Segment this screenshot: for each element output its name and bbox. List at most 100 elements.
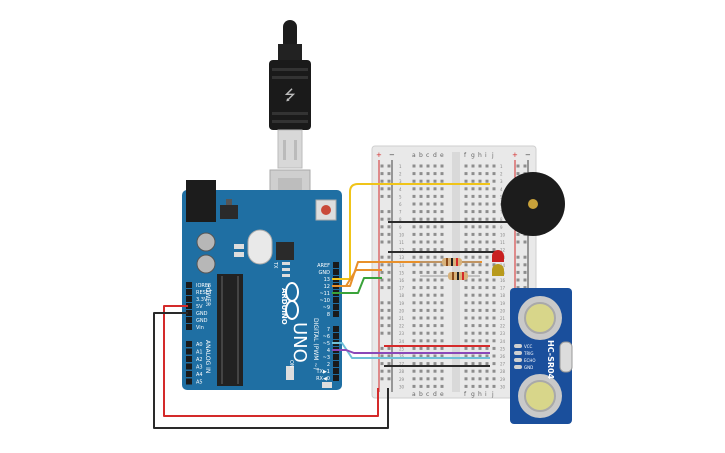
rail-hole[interactable] bbox=[523, 255, 527, 259]
breadboard-hole[interactable] bbox=[433, 301, 437, 305]
breadboard-hole[interactable] bbox=[464, 232, 468, 236]
breadboard-hole[interactable] bbox=[464, 210, 468, 214]
breadboard-hole[interactable] bbox=[433, 172, 437, 176]
breadboard-hole[interactable] bbox=[471, 263, 475, 267]
breadboard-hole[interactable] bbox=[485, 187, 489, 191]
breadboard-hole[interactable] bbox=[440, 255, 444, 259]
breadboard-hole[interactable] bbox=[412, 308, 416, 312]
breadboard-hole[interactable] bbox=[433, 339, 437, 343]
breadboard-hole[interactable] bbox=[440, 362, 444, 366]
breadboard-hole[interactable] bbox=[426, 278, 430, 282]
breadboard-hole[interactable] bbox=[478, 369, 482, 373]
breadboard-hole[interactable] bbox=[440, 225, 444, 229]
rail-hole[interactable] bbox=[387, 172, 391, 176]
rail-hole[interactable] bbox=[380, 270, 384, 274]
breadboard-hole[interactable] bbox=[412, 172, 416, 176]
breadboard-hole[interactable] bbox=[440, 270, 444, 274]
breadboard-hole[interactable] bbox=[426, 331, 430, 335]
breadboard-hole[interactable] bbox=[471, 354, 475, 358]
rail-hole[interactable] bbox=[387, 278, 391, 282]
breadboard-hole[interactable] bbox=[478, 346, 482, 350]
breadboard-hole[interactable] bbox=[478, 278, 482, 282]
breadboard-hole[interactable] bbox=[440, 286, 444, 290]
breadboard-hole[interactable] bbox=[485, 194, 489, 198]
breadboard-hole[interactable] bbox=[419, 316, 423, 320]
breadboard-hole[interactable] bbox=[464, 164, 468, 168]
breadboard-hole[interactable] bbox=[478, 293, 482, 297]
rail-hole[interactable] bbox=[516, 255, 520, 259]
breadboard-hole[interactable] bbox=[464, 187, 468, 191]
breadboard-hole[interactable] bbox=[464, 263, 468, 267]
breadboard-hole[interactable] bbox=[464, 362, 468, 366]
breadboard-hole[interactable] bbox=[485, 255, 489, 259]
breadboard-hole[interactable] bbox=[485, 210, 489, 214]
rail-hole[interactable] bbox=[387, 316, 391, 320]
rail-hole[interactable] bbox=[380, 187, 384, 191]
rail-hole[interactable] bbox=[380, 263, 384, 267]
rail-hole[interactable] bbox=[387, 225, 391, 229]
breadboard-hole[interactable] bbox=[471, 278, 475, 282]
breadboard-hole[interactable] bbox=[440, 187, 444, 191]
breadboard-hole[interactable] bbox=[419, 194, 423, 198]
breadboard-hole[interactable] bbox=[419, 331, 423, 335]
breadboard-hole[interactable] bbox=[419, 369, 423, 373]
breadboard-hole[interactable] bbox=[433, 354, 437, 358]
breadboard-hole[interactable] bbox=[433, 187, 437, 191]
rail-hole[interactable] bbox=[516, 270, 520, 274]
rail-hole[interactable] bbox=[380, 377, 384, 381]
header-pin[interactable] bbox=[186, 317, 192, 323]
breadboard-hole[interactable] bbox=[419, 362, 423, 366]
breadboard-hole[interactable] bbox=[440, 263, 444, 267]
breadboard-hole[interactable] bbox=[433, 217, 437, 221]
breadboard-hole[interactable] bbox=[464, 316, 468, 320]
breadboard-hole[interactable] bbox=[426, 324, 430, 328]
breadboard-hole[interactable] bbox=[426, 202, 430, 206]
breadboard-hole[interactable] bbox=[478, 339, 482, 343]
rail-hole[interactable] bbox=[387, 308, 391, 312]
breadboard-hole[interactable] bbox=[478, 240, 482, 244]
breadboard-hole[interactable] bbox=[426, 346, 430, 350]
rail-hole[interactable] bbox=[516, 263, 520, 267]
breadboard-hole[interactable] bbox=[485, 308, 489, 312]
breadboard-hole[interactable] bbox=[419, 217, 423, 221]
rail-hole[interactable] bbox=[523, 164, 527, 168]
breadboard-hole[interactable] bbox=[471, 240, 475, 244]
breadboard-hole[interactable] bbox=[478, 324, 482, 328]
breadboard-hole[interactable] bbox=[464, 301, 468, 305]
sensor-pin[interactable] bbox=[514, 358, 522, 362]
breadboard-hole[interactable] bbox=[412, 324, 416, 328]
breadboard-hole[interactable] bbox=[412, 384, 416, 388]
breadboard-hole[interactable] bbox=[478, 194, 482, 198]
breadboard-hole[interactable] bbox=[419, 308, 423, 312]
breadboard-hole[interactable] bbox=[426, 384, 430, 388]
header-pin[interactable] bbox=[186, 341, 192, 347]
breadboard-hole[interactable] bbox=[433, 164, 437, 168]
breadboard-hole[interactable] bbox=[471, 255, 475, 259]
breadboard-hole[interactable] bbox=[492, 240, 496, 244]
breadboard-hole[interactable] bbox=[478, 286, 482, 290]
breadboard-hole[interactable] bbox=[426, 194, 430, 198]
breadboard-hole[interactable] bbox=[485, 232, 489, 236]
breadboard-hole[interactable] bbox=[492, 339, 496, 343]
header-pin[interactable] bbox=[333, 311, 339, 317]
breadboard-hole[interactable] bbox=[433, 202, 437, 206]
breadboard-hole[interactable] bbox=[492, 362, 496, 366]
rail-hole[interactable] bbox=[387, 255, 391, 259]
breadboard-hole[interactable] bbox=[433, 362, 437, 366]
rail-hole[interactable] bbox=[387, 362, 391, 366]
breadboard-hole[interactable] bbox=[464, 240, 468, 244]
breadboard-hole[interactable] bbox=[471, 286, 475, 290]
rail-hole[interactable] bbox=[387, 354, 391, 358]
breadboard-hole[interactable] bbox=[440, 316, 444, 320]
breadboard-hole[interactable] bbox=[412, 354, 416, 358]
breadboard-hole[interactable] bbox=[433, 270, 437, 274]
header-pin[interactable] bbox=[333, 368, 339, 374]
rail-hole[interactable] bbox=[387, 324, 391, 328]
breadboard-hole[interactable] bbox=[478, 354, 482, 358]
breadboard-hole[interactable] bbox=[492, 164, 496, 168]
breadboard-hole[interactable] bbox=[464, 308, 468, 312]
breadboard-hole[interactable] bbox=[412, 369, 416, 373]
rail-hole[interactable] bbox=[387, 210, 391, 214]
